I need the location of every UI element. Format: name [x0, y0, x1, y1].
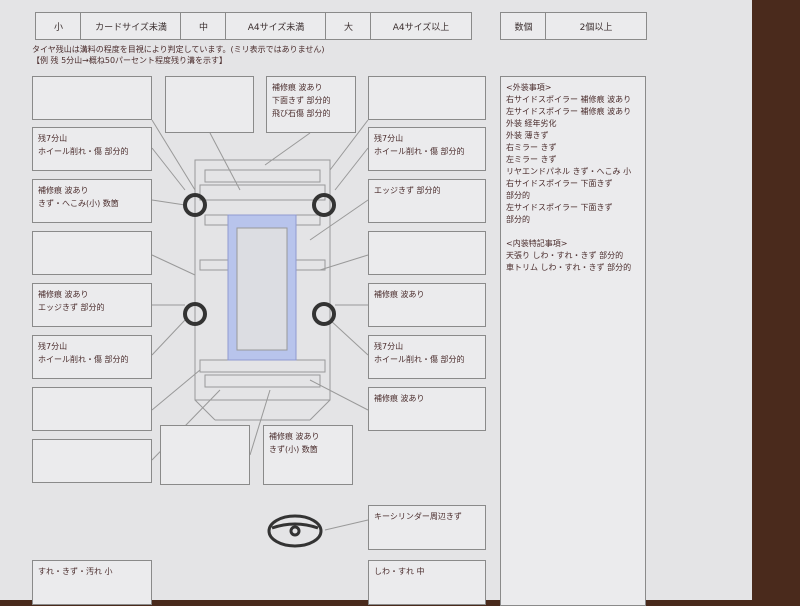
right-damage-box: キーシリンダー周辺きず [368, 505, 486, 550]
box-text: 補修痕 波あり [269, 432, 320, 441]
box-text: 残7分山 [38, 342, 68, 351]
wheel-icons [183, 193, 336, 326]
right-damage-box: 残7分山ホイール削れ・傷 部分的 [368, 335, 486, 379]
left-damage-box: 残7分山ホイール削れ・傷 部分的 [32, 335, 152, 379]
top-damage-box [165, 76, 254, 133]
box-text: 飛び石傷 部分的 [272, 109, 331, 118]
right-damage-box [368, 76, 486, 120]
remark-line: 左ミラー きず [506, 155, 557, 164]
box-text: きず(小) 数箇 [269, 445, 318, 454]
box-text: 補修痕 波あり [272, 83, 323, 92]
box-text: エッジきず 部分的 [374, 186, 441, 195]
box-text: 補修痕 波あり [38, 290, 89, 299]
remark-line: リヤエンドパネル きず・へこみ 小 [506, 167, 632, 176]
box-text: エッジきず 部分的 [38, 303, 105, 312]
tire-example-note: 【例 残 5分山→概ね50パーセント程度残り溝を示す】 [32, 56, 228, 65]
tire-note: タイヤ残山は溝料の程度を目視により判定しています。(ミリ表示ではありません) [32, 45, 325, 54]
remark-line: 車トリム しわ・すれ・きず 部分的 [506, 263, 632, 272]
left-damage-box: 残7分山ホイール削れ・傷 部分的 [32, 127, 152, 171]
right-damage-box: エッジきず 部分的 [368, 179, 486, 223]
remarks-box: <外装事項> 右サイドスポイラー 補修痕 波あり左サイドスポイラー 補修痕 波あり… [500, 76, 646, 606]
remark-line: 外装 薄きず [506, 131, 549, 140]
box-text: 残7分山 [374, 342, 404, 351]
remark-line: 右サイドスポイラー 下面きず [506, 179, 613, 188]
remark-line: 左サイドスポイラー 補修痕 波あり [506, 107, 632, 116]
left-damage-box: すれ・きず・汚れ 小 [32, 560, 152, 605]
box-text: しわ・すれ 中 [374, 567, 425, 576]
left-damage-box: 補修痕 波ありきず・へこみ(小) 数箇 [32, 179, 152, 223]
size-table-cell: カードサイズ未満 [80, 12, 182, 40]
box-text: 補修痕 波あり [374, 290, 425, 299]
remark-line: 部分的 [506, 215, 530, 224]
left-damage-box [32, 387, 152, 431]
box-text: 補修痕 波あり [374, 394, 425, 403]
top-damage-box: 補修痕 波あり下面きず 部分的飛び石傷 部分的 [266, 76, 356, 133]
left-damage-box [32, 76, 152, 120]
bottom-damage-box [160, 425, 250, 485]
remark-line: 右ミラー きず [506, 143, 557, 152]
box-text: ホイール削れ・傷 部分的 [38, 147, 129, 156]
remark-line: 部分的 [506, 191, 530, 200]
box-text: きず・へこみ(小) 数箇 [38, 199, 119, 208]
remark-line: 右サイドスポイラー 補修痕 波あり [506, 95, 632, 104]
right-damage-box [368, 231, 486, 275]
car-diagram [151, 119, 369, 548]
left-damage-box [32, 231, 152, 275]
count-table-cell: 数個 [500, 12, 547, 40]
remark-line: 外装 経年劣化 [506, 119, 557, 128]
right-damage-box: 残7分山ホイール削れ・傷 部分的 [368, 127, 486, 171]
box-text: 残7分山 [374, 134, 404, 143]
right-damage-box: 補修痕 波あり [368, 283, 486, 327]
remark-line [506, 226, 640, 238]
remark-line: <内装特記事項> [506, 239, 568, 248]
right-damage-box: しわ・すれ 中 [368, 560, 486, 605]
size-table-cell: 小 [35, 12, 82, 40]
remark-line: 左サイドスポイラー 下面きず [506, 203, 613, 212]
count-table-cell: 2個以上 [545, 12, 647, 40]
box-text: 残7分山 [38, 134, 68, 143]
left-damage-box: 補修痕 波ありエッジきず 部分的 [32, 283, 152, 327]
box-text: キーシリンダー周辺きず [374, 512, 462, 521]
box-text: ホイール削れ・傷 部分的 [374, 147, 465, 156]
bottom-damage-box: 補修痕 波ありきず(小) 数箇 [263, 425, 353, 485]
right-damage-box: 補修痕 波あり [368, 387, 486, 431]
box-text: 補修痕 波あり [38, 186, 89, 195]
box-text: 下面きず 部分的 [272, 96, 331, 105]
remark-line: 天張り しわ・すれ・きず 部分的 [506, 251, 624, 260]
box-text: ホイール削れ・傷 部分的 [38, 355, 129, 364]
box-text: すれ・きず・汚れ 小 [38, 567, 113, 576]
steering-wheel-icon [267, 514, 323, 548]
size-table-cell: A4サイズ以上 [370, 12, 472, 40]
box-text: ホイール削れ・傷 部分的 [374, 355, 465, 364]
left-damage-box [32, 439, 152, 483]
size-table-cell: 大 [325, 12, 372, 40]
remark-line: <外装事項> [506, 83, 552, 92]
